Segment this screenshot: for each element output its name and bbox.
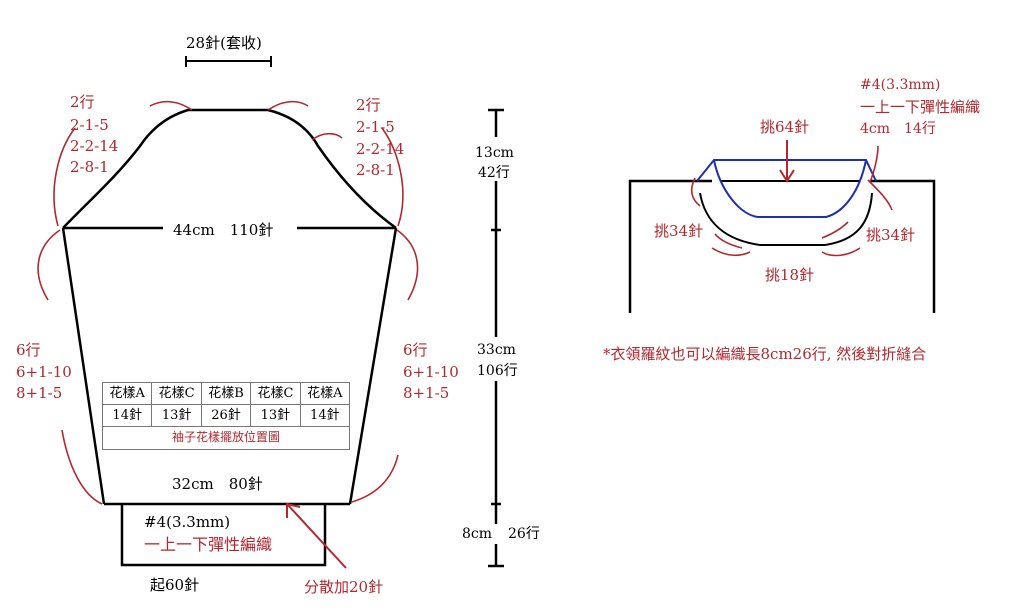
side-left-line: 6行	[16, 341, 41, 359]
body-outline	[628, 179, 936, 313]
side-left-line: 6+1-10	[16, 363, 72, 381]
pattern-header-cell: 花樣A	[103, 383, 153, 405]
collar-depth-label: 4cm 14行	[860, 121, 936, 137]
body-height-cm: 33cm	[477, 342, 516, 358]
pattern-header-row: 花樣A 花樣C 花樣B 花樣C 花樣A	[103, 383, 350, 405]
cap-height-cm: 13cm	[475, 145, 514, 161]
pattern-stitch-cell: 14針	[103, 405, 153, 427]
cap-right-line: 2-1-5	[356, 118, 395, 136]
cap-right-line: 2-2-14	[356, 140, 405, 158]
increase-arrow	[286, 502, 347, 569]
pattern-header-cell: 花樣A	[300, 383, 350, 405]
side-right-line: 6+1-10	[403, 363, 459, 381]
body-height-rows: 106行	[477, 363, 518, 379]
collar-pick-right: 挑34針	[866, 226, 916, 244]
cap-left-line: 2-1-5	[70, 116, 109, 134]
pattern-placement-table: 花樣A 花樣C 花樣B 花樣C 花樣A 14針 13針 26針 13針 14針 …	[102, 382, 350, 450]
cuff-needle-label: #4(3.3mm)	[144, 513, 231, 531]
cast-on-label: 起60針	[150, 576, 200, 594]
pattern-stitch-cell: 14針	[300, 405, 350, 427]
pattern-stitch-cell: 13針	[251, 405, 301, 427]
pattern-header-cell: 花樣C	[152, 383, 202, 405]
collar-schematic	[628, 140, 936, 313]
side-left-line: 8+1-5	[16, 384, 63, 402]
sleeve-left-side	[61, 227, 106, 505]
collar-note: *衣領羅紋也可以編織長8cm26行, 然後對折縫合	[603, 345, 927, 363]
cap-height-rows: 42行	[478, 165, 510, 181]
pattern-header-cell: 花樣C	[251, 383, 301, 405]
collar-rib-label: 一上一下彈性編織	[860, 98, 981, 116]
cap-left-line: 2-2-14	[70, 137, 119, 155]
sleeve-right-side	[348, 227, 398, 505]
sleeve-cap-outline	[62, 108, 397, 230]
collar-needle-label: #4(3.3mm)	[860, 77, 941, 93]
cuff-outline	[120, 504, 327, 567]
cuff-rib-label: 一上一下彈性編織	[144, 535, 273, 554]
cuff-height-cm: 8cm	[462, 526, 493, 542]
pattern-header-cell: 花樣B	[201, 383, 252, 405]
upper-width-label: 44cm 110針	[173, 221, 274, 239]
cap-left-line: 2行	[70, 93, 95, 111]
cap-left-line: 2-8-1	[70, 158, 109, 176]
cap-right-line: 2行	[356, 96, 381, 114]
red-annotation-curves	[37, 100, 419, 505]
collar-pick-bottom: 挑18針	[765, 266, 815, 284]
collar-pick-left: 挑34針	[654, 222, 704, 240]
neckline-outer	[699, 192, 873, 246]
pattern-stitch-row: 14針 13針 26針 13針 14針	[103, 405, 350, 427]
cap-top-label: 28針(套收)	[186, 34, 262, 52]
cuff-height-rows: 26行	[508, 526, 540, 542]
pattern-stitch-cell: 13針	[152, 405, 202, 427]
increase-label: 分散加20針	[304, 578, 384, 596]
collar-rib-outline	[696, 159, 877, 218]
collar-pick-top: 挑64針	[760, 118, 810, 136]
pattern-table-caption: 袖子花樣擺放位置圖	[171, 430, 280, 444]
cap-right-line: 2-8-1	[356, 161, 395, 179]
side-right-line: 8+1-5	[403, 384, 450, 402]
lower-width-label: 32cm 80針	[172, 475, 263, 493]
pattern-stitch-cell: 26針	[201, 405, 252, 427]
side-right-line: 6行	[403, 341, 428, 359]
cap-width-bracket	[185, 56, 272, 67]
